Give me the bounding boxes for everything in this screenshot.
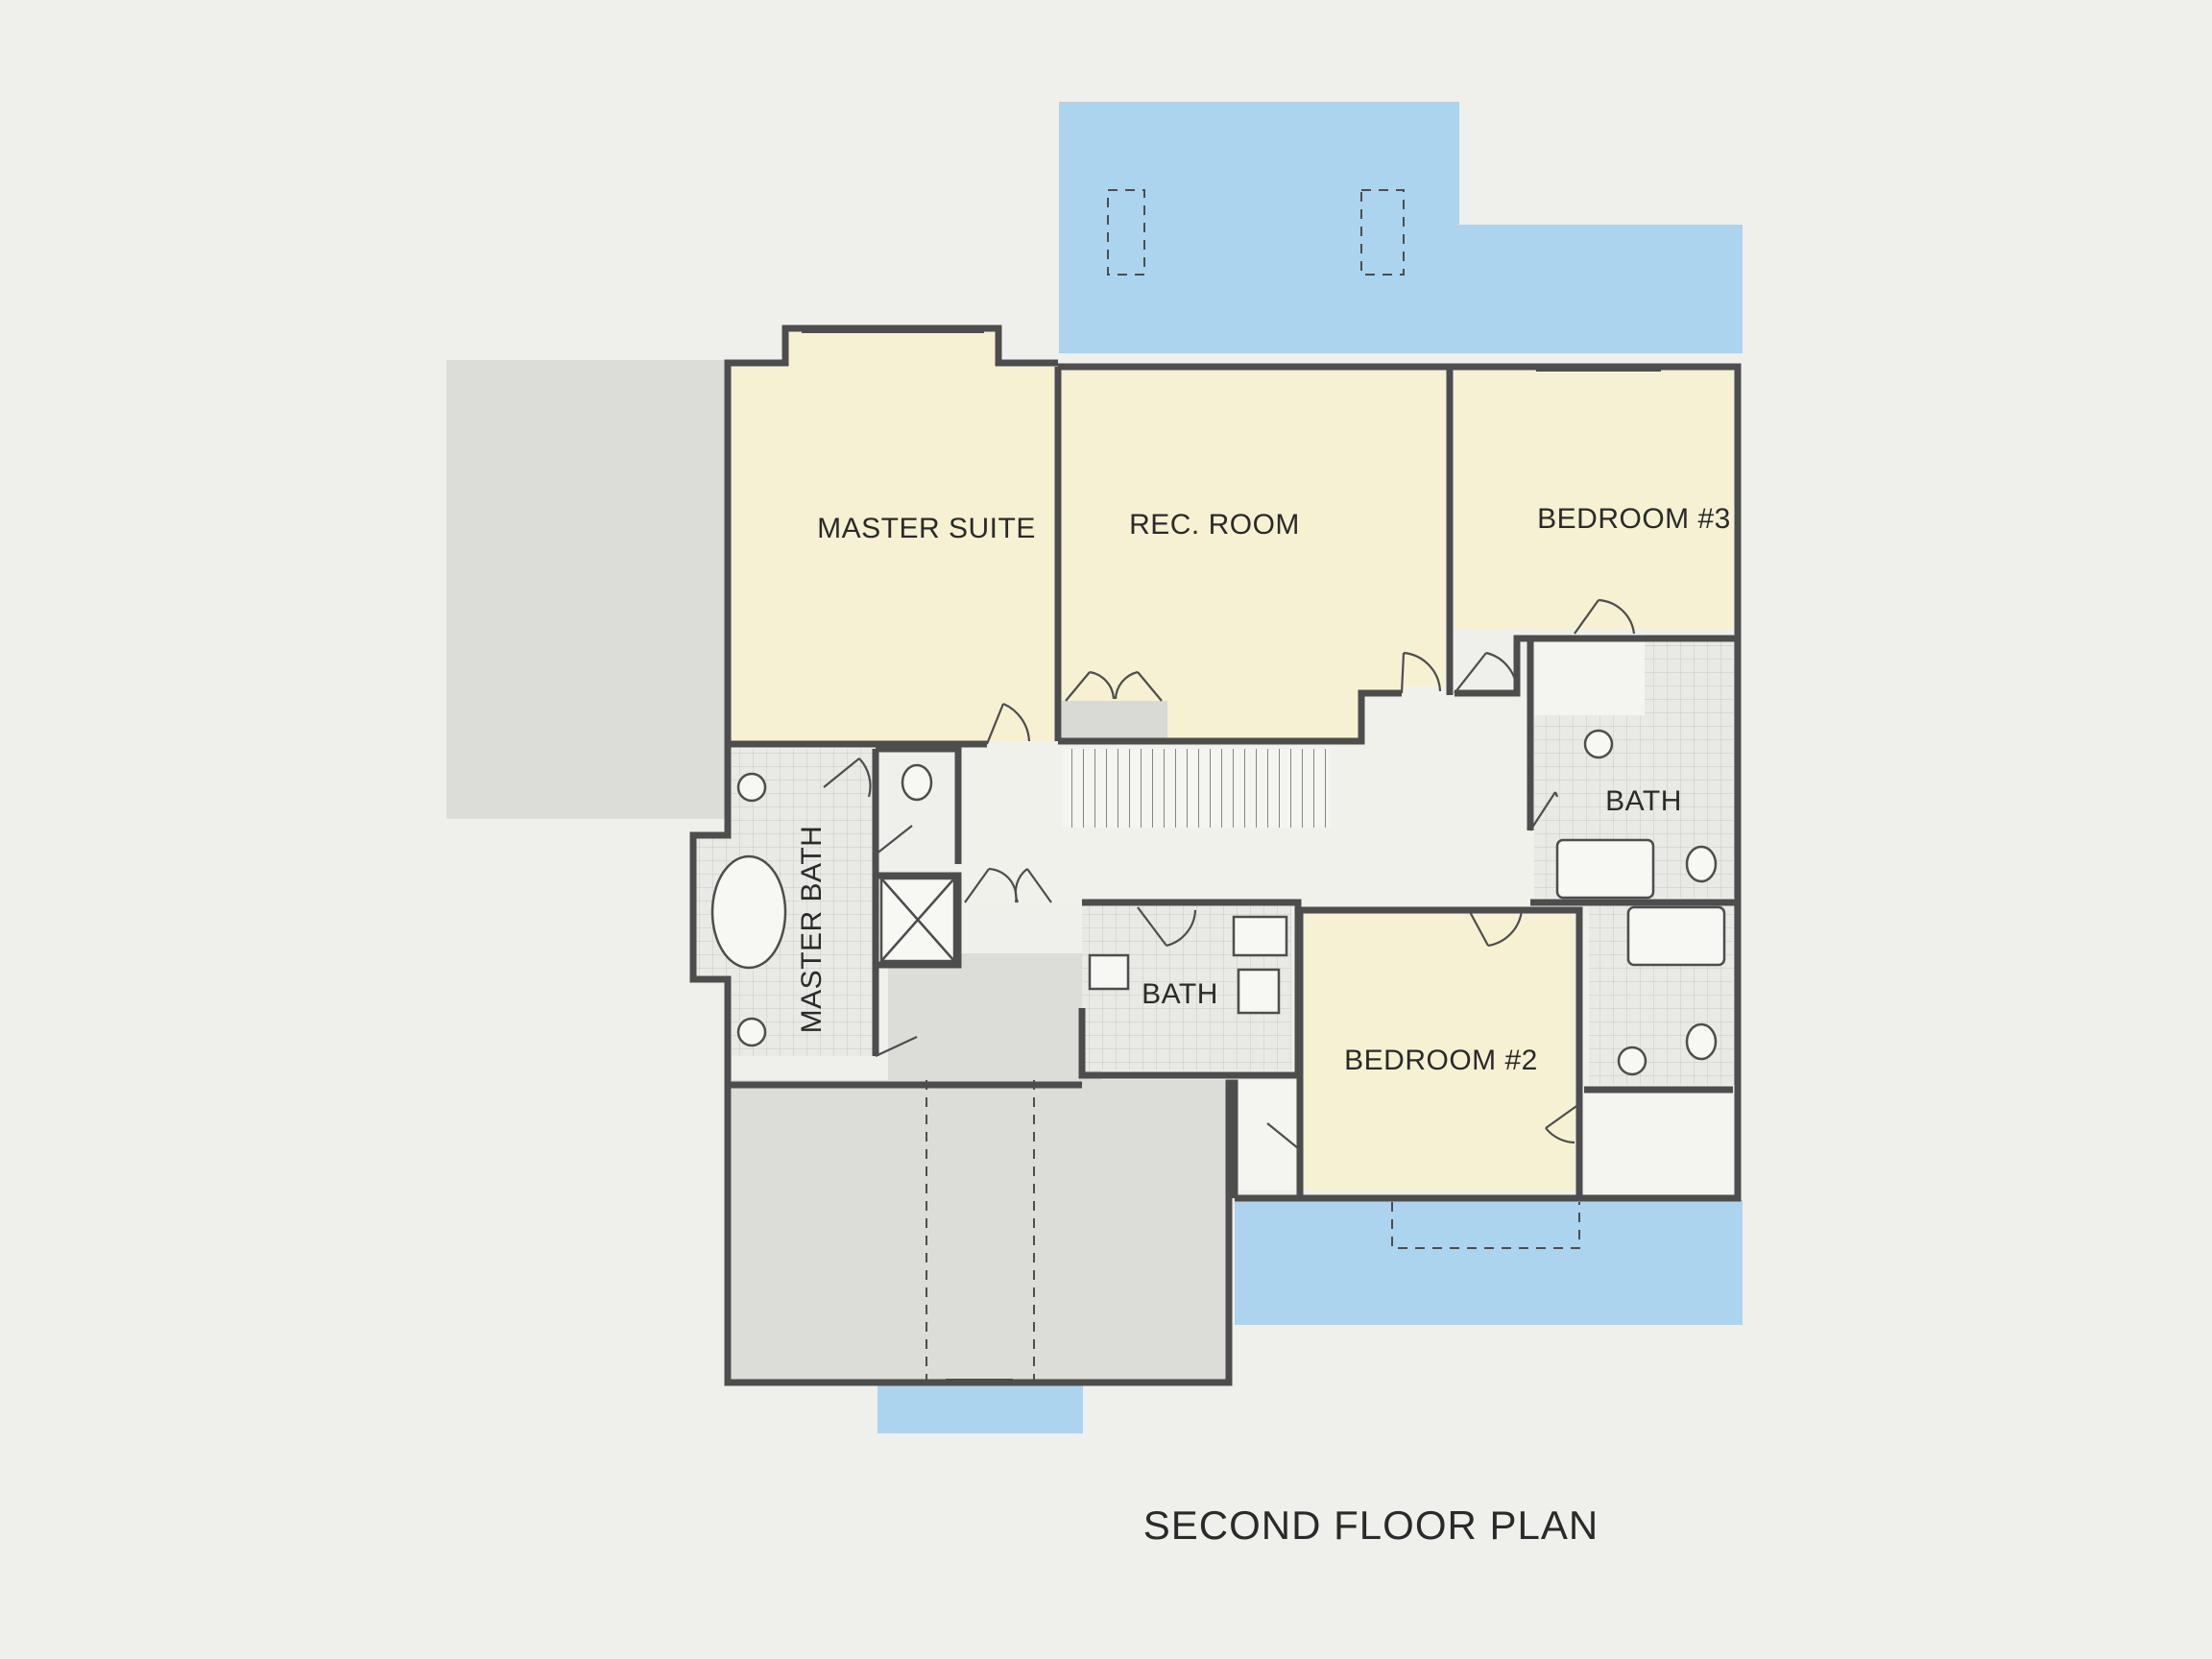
door-closet-rec-left: [1065, 670, 1116, 702]
outer-wall-master: [689, 325, 1058, 1085]
outer-wall-bottom: [724, 1079, 1238, 1386]
master-tub: [710, 854, 787, 970]
roof-blue-top: [1059, 102, 1743, 353]
label-rec-room: REC. ROOM: [1129, 509, 1300, 541]
master-sink-top: [736, 772, 767, 803]
door-rec-room: [1400, 651, 1442, 694]
roof-gray-left: [446, 360, 730, 819]
closet-bed2-left: [1234, 1080, 1303, 1190]
label-bedroom-2: BEDROOM #2: [1344, 1045, 1538, 1076]
doors: [823, 598, 1636, 1153]
wall-bed2: [1300, 906, 1583, 1198]
wall-rec-bottom: [1058, 689, 1402, 745]
roof-blue-bottom: [878, 1380, 1083, 1433]
label-bath-center: BATH: [1142, 978, 1218, 1010]
label-bedroom-3: BEDROOM #3: [1537, 503, 1731, 535]
fixtures: [710, 729, 1726, 1076]
wall-master-wc: [876, 745, 962, 864]
stair-area: [1062, 749, 1331, 828]
door-master-suite: [985, 702, 1031, 745]
door-closet-rec-right: [1114, 670, 1163, 702]
bath-upper-toilet: [1685, 845, 1718, 883]
door-closet-bed2: [1545, 1103, 1580, 1144]
roof-gray-center: [888, 953, 1101, 1088]
bedroom-3-fill: [1455, 371, 1733, 629]
wall-bed3-bottom: [1455, 635, 1738, 697]
door-bed2: [1468, 909, 1524, 948]
bath-center-toilet: [1237, 968, 1281, 1015]
label-master-bath: MASTER BATH: [796, 826, 828, 1034]
closet-rec: [1062, 701, 1167, 741]
bath-upper-tub: [1555, 838, 1655, 900]
dashed-lines: [926, 189, 1580, 1380]
door-master-bath-lower: [875, 1036, 918, 1057]
door-bath-upper: [1529, 791, 1559, 831]
wall-master-shower: [876, 872, 962, 969]
door-linen-right: [1014, 868, 1052, 903]
bedroom-2-fill: [1303, 910, 1575, 1190]
skylight-right: [1360, 189, 1405, 276]
wc-toilet: [901, 763, 933, 802]
bath-lower-tub: [1626, 905, 1726, 967]
bath-center-sink: [1088, 953, 1130, 991]
door-wc: [875, 825, 913, 855]
porch-dash: [1391, 1202, 1580, 1249]
bath-lower-sink: [1617, 1046, 1647, 1076]
roof-blue-right: [1235, 1200, 1743, 1325]
door-closet-bed2-left: [1266, 1122, 1304, 1153]
bath-lower-toilet: [1685, 1022, 1718, 1061]
door-closet-bed3: [1574, 598, 1636, 635]
door-bath-center: [1137, 906, 1197, 948]
closet-bed3: [1534, 634, 1645, 715]
skylight-left: [1107, 189, 1145, 276]
label-master-suite: MASTER SUITE: [817, 513, 1036, 544]
rec-room-fill: [1062, 371, 1445, 741]
roof-areas: [446, 102, 1743, 1433]
label-bath-upper: BATH: [1605, 785, 1682, 817]
plan-title: SECOND FLOOR PLAN: [1143, 1503, 1599, 1548]
master-sink-bottom: [736, 1017, 767, 1047]
door-bed3: [1454, 651, 1519, 694]
shower-cross: [880, 878, 955, 962]
master-suite-fill: [732, 331, 1054, 741]
bath-upper-sink: [1583, 729, 1614, 759]
windows: [802, 331, 1661, 1381]
roof-gray-garage: [732, 1080, 1229, 1380]
closet-bed2-right: [1584, 1090, 1733, 1195]
door-master-bath: [823, 757, 872, 798]
bath-center-vanity: [1232, 915, 1288, 957]
